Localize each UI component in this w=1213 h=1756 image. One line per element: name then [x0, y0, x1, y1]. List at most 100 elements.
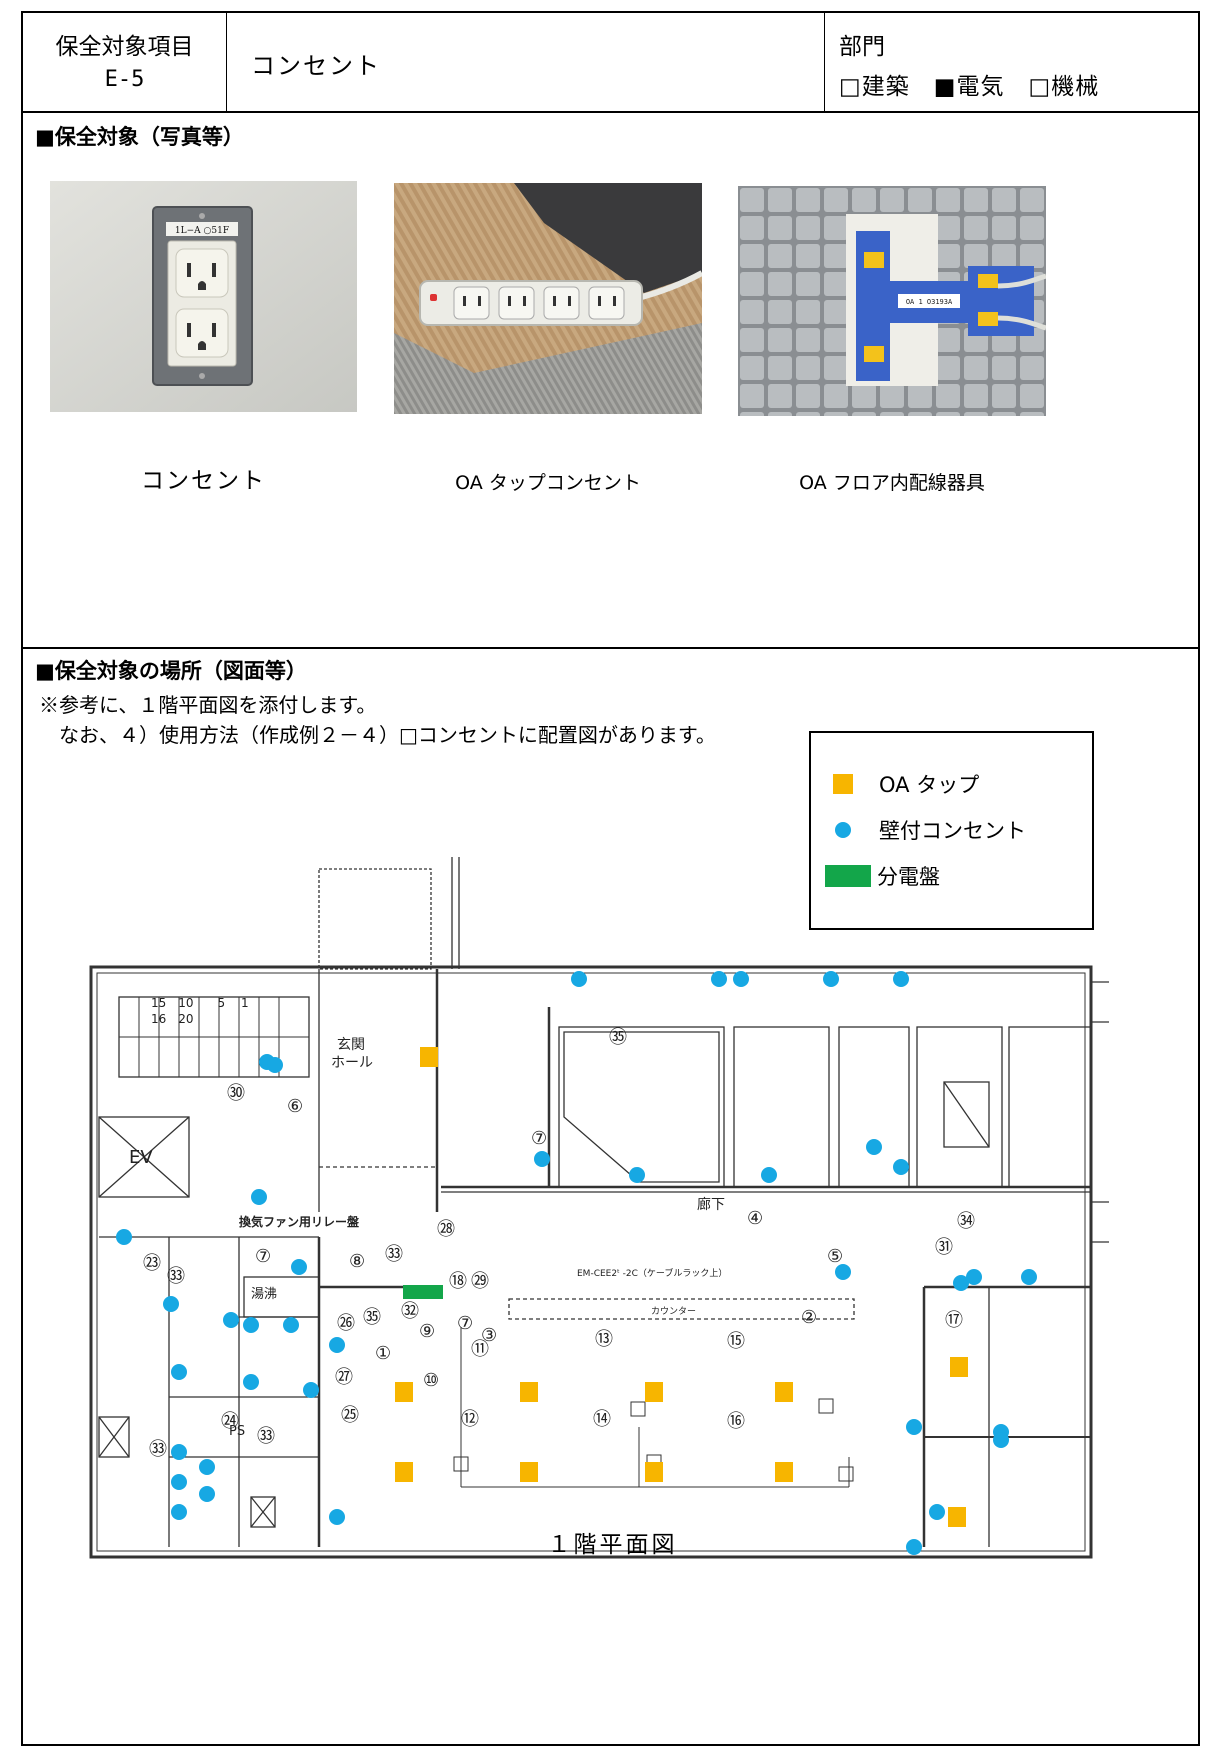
oa-tap-marker — [775, 1382, 793, 1402]
oa-tap-marker — [775, 1462, 793, 1482]
panel-swatch — [825, 865, 871, 887]
wall-outlet-marker — [291, 1259, 307, 1275]
wall-outlet-marker — [329, 1337, 345, 1353]
oa-tap-marker — [520, 1382, 538, 1402]
circuit-number: ⑯ — [727, 1411, 745, 1432]
location-section-title: ■保全対象の場所（図面等） — [35, 659, 307, 683]
wall-outlet-marker — [199, 1459, 215, 1475]
wall-outlet-photo: 1L−A ○51F — [50, 181, 357, 412]
plan-label-counter: カウンター — [651, 1306, 696, 1317]
department-options: □建築 ■電気 □機械 — [839, 74, 1100, 100]
wall-outlet-marker — [966, 1269, 982, 1285]
wall-outlet-marker — [267, 1057, 283, 1073]
circuit-number: ② — [801, 1307, 817, 1328]
circuit-number: ㉟ — [363, 1307, 381, 1328]
circuit-number: ⑮ — [727, 1331, 745, 1352]
wall-outlet-marker — [711, 971, 727, 987]
legend: OA タップ 壁付コンセント 分電盤 — [809, 731, 1094, 930]
circuit-number: ⑰ — [945, 1310, 963, 1331]
wall-outlet-marker — [303, 1382, 319, 1398]
wall-outlet-marker — [993, 1432, 1009, 1448]
wall-outlet-marker — [866, 1139, 882, 1155]
circuit-number: ⑦ — [457, 1313, 473, 1334]
circuit-number: ㉕ — [341, 1405, 359, 1426]
wall-outlet-marker — [243, 1317, 259, 1333]
legend-wall-outlet-label: 壁付コンセント — [879, 819, 1026, 843]
circuit-number: ④ — [747, 1208, 763, 1229]
wall-outlet-marker — [906, 1539, 922, 1555]
circuit-number: ⑧ — [349, 1251, 365, 1272]
oa-tap-marker — [395, 1462, 413, 1482]
photos-section-title: ■保全対象（写真等） — [35, 125, 244, 149]
circuit-number: ⑪ — [471, 1339, 489, 1360]
circuit-number: ⑥ — [287, 1096, 303, 1117]
wall-outlet-marker — [893, 1159, 909, 1175]
wall-outlet-marker — [953, 1275, 969, 1291]
circuit-number: ㉚ — [227, 1083, 245, 1104]
wall-outlet-marker — [1021, 1269, 1037, 1285]
circuit-number: ㉗ — [335, 1367, 353, 1388]
oa-floor-wiring-photo: OA 1 O3193A — [738, 186, 1046, 416]
circuit-number: ⑭ — [593, 1409, 611, 1430]
oa-tap-marker — [520, 1462, 538, 1482]
circuit-number: ⑫ — [461, 1409, 479, 1430]
plan-label-entrance-1: 玄関 — [337, 1036, 365, 1053]
oa-tap-photo — [394, 183, 702, 414]
circuit-number: ⑱ — [449, 1271, 467, 1292]
item-value: コンセント — [251, 52, 381, 80]
plan-label-ps: PS — [229, 1424, 245, 1439]
wall-outlet-marker — [163, 1296, 179, 1312]
outlet-plate-label: 1L−A ○51F — [175, 226, 229, 236]
plan-label-stairs-top: 15 10 5 1 — [151, 996, 249, 1010]
reference-note: ※参考に、１階平面図を添付します。 — [39, 693, 377, 717]
circuit-number: ① — [375, 1343, 391, 1364]
photos-section: ■保全対象（写真等） 1L−A ○51F — [23, 113, 1198, 649]
wall-outlet-marker — [223, 1312, 239, 1328]
circuit-number: ㉞ — [957, 1211, 975, 1232]
plan-label-relay-panel: 換気ファン用リレー盤 — [239, 1214, 360, 1229]
circuit-number: ㉝ — [149, 1439, 167, 1460]
circuit-number: ㉘ — [437, 1219, 455, 1240]
plan-label-corridor: 廊下 — [697, 1196, 725, 1213]
wall-outlet-marker — [929, 1504, 945, 1520]
circuit-number: ⑨ — [419, 1321, 435, 1342]
oa-tap-marker — [948, 1507, 966, 1527]
wall-outlet-marker — [251, 1189, 267, 1205]
circuit-number: ⑦ — [531, 1128, 547, 1149]
oa-tap-marker — [645, 1462, 663, 1482]
plan-label-stairs-bottom: 16 20 — [151, 1012, 194, 1026]
legend-oa-tap: OA タップ — [833, 769, 979, 799]
oa-tap-marker — [420, 1047, 438, 1067]
item-cell: 保全対象項目 E-5 — [23, 13, 227, 111]
wall-outlet-marker — [171, 1444, 187, 1460]
oa-tap-marker — [950, 1357, 968, 1377]
circuit-number: ⑤ — [827, 1246, 843, 1267]
location-section: ■保全対象の場所（図面等） ※参考に、１階平面図を添付します。 なお、４）使用方… — [23, 649, 1198, 1744]
plan-label-kitchen: 湯沸 — [251, 1287, 277, 1302]
wall-outlet-marker — [171, 1364, 187, 1380]
circuit-number: ㉝ — [257, 1426, 275, 1447]
circuit-number: ㉖ — [337, 1313, 355, 1334]
legend-panel: 分電盤 — [825, 861, 940, 891]
wall-outlet-marker — [329, 1509, 345, 1525]
wall-outlet-marker — [199, 1486, 215, 1502]
circuit-number: ⑩ — [423, 1370, 439, 1391]
wall-outlet-marker — [116, 1229, 132, 1245]
oa-tap-swatch — [833, 774, 853, 794]
wall-outlet-marker — [835, 1264, 851, 1280]
wall-outlet-marker — [733, 971, 749, 987]
circuit-number: ⑦ — [255, 1246, 271, 1267]
item-value-cell: コンセント — [227, 13, 825, 111]
wall-outlet-marker — [823, 971, 839, 987]
wall-outlet-marker — [283, 1317, 299, 1333]
photo-caption-outlet: コンセント — [141, 468, 266, 494]
wall-outlet-marker — [534, 1151, 550, 1167]
wall-outlet-marker — [571, 971, 587, 987]
wall-outlet-marker — [761, 1167, 777, 1183]
wall-outlet-swatch — [835, 822, 851, 838]
circuit-number: ㉜ — [401, 1301, 419, 1322]
wall-outlet-marker — [629, 1167, 645, 1183]
maintenance-sheet: 保全対象項目 E-5 コンセント 部門 □建築 ■電気 □機械 ■保全対象（写真… — [21, 11, 1200, 1746]
photo-caption-oa-tap: OA タップコンセント — [455, 472, 641, 494]
distribution-panel-marker — [403, 1285, 443, 1299]
